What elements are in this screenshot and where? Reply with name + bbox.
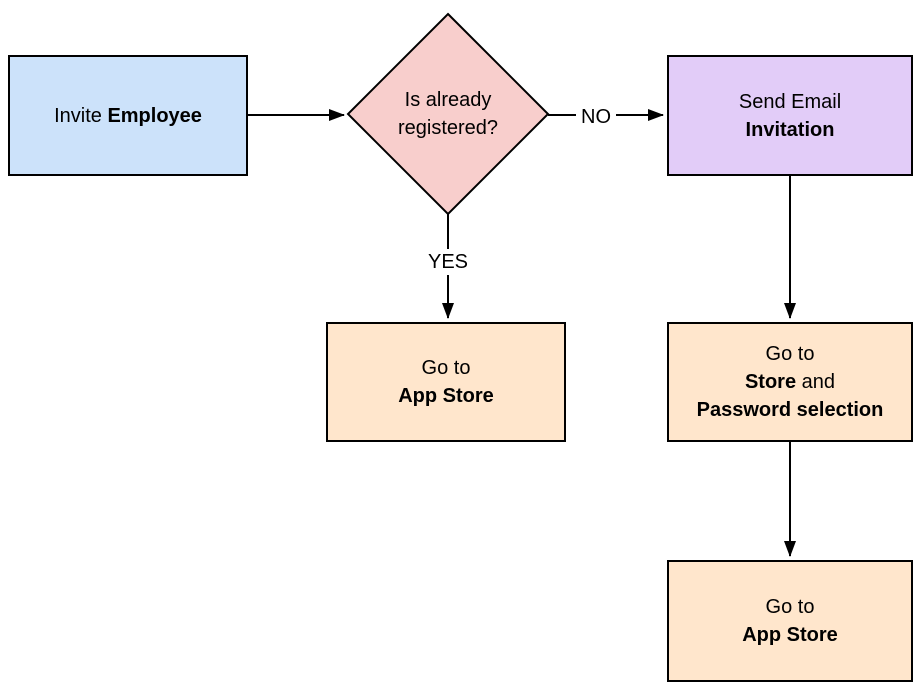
edge-label-yes: YES	[422, 249, 474, 275]
node-go-to-store-password: Go to Store and Password selection	[667, 322, 913, 442]
edge-label-no: NO	[576, 104, 616, 130]
node-send-email-invitation-label: Send Email Invitation	[739, 88, 841, 144]
decision-diamond-shape	[346, 12, 550, 216]
label-text-bold: Password selection	[696, 399, 884, 421]
node-go-to-app-store-yes-label: Go to App Store	[398, 354, 494, 410]
label-text: Invite	[54, 104, 108, 127]
label-text-bold: App Store	[742, 624, 838, 646]
node-send-email-invitation: Send Email Invitation	[667, 55, 913, 176]
label-text: Go to	[765, 596, 815, 618]
label-text-bold: App Store	[398, 385, 494, 407]
label-text: Go to	[765, 343, 815, 365]
label-text: Send Email	[738, 90, 842, 113]
label-text-bold: Store	[744, 371, 797, 393]
node-go-to-store-password-label: Go to Store and Password selection	[697, 340, 884, 424]
label-text: Go to	[421, 357, 471, 379]
node-go-to-app-store-no: Go to App Store	[667, 560, 913, 682]
node-go-to-app-store-no-label: Go to App Store	[742, 593, 838, 649]
label-text-bold: Employee	[107, 104, 202, 127]
label-text-bold: Invitation	[745, 118, 835, 141]
node-go-to-app-store-yes: Go to App Store	[326, 322, 566, 442]
node-invite-employee: Invite Employee	[8, 55, 248, 176]
node-invite-employee-label: Invite Employee	[54, 102, 202, 130]
label-text: and	[796, 371, 836, 393]
